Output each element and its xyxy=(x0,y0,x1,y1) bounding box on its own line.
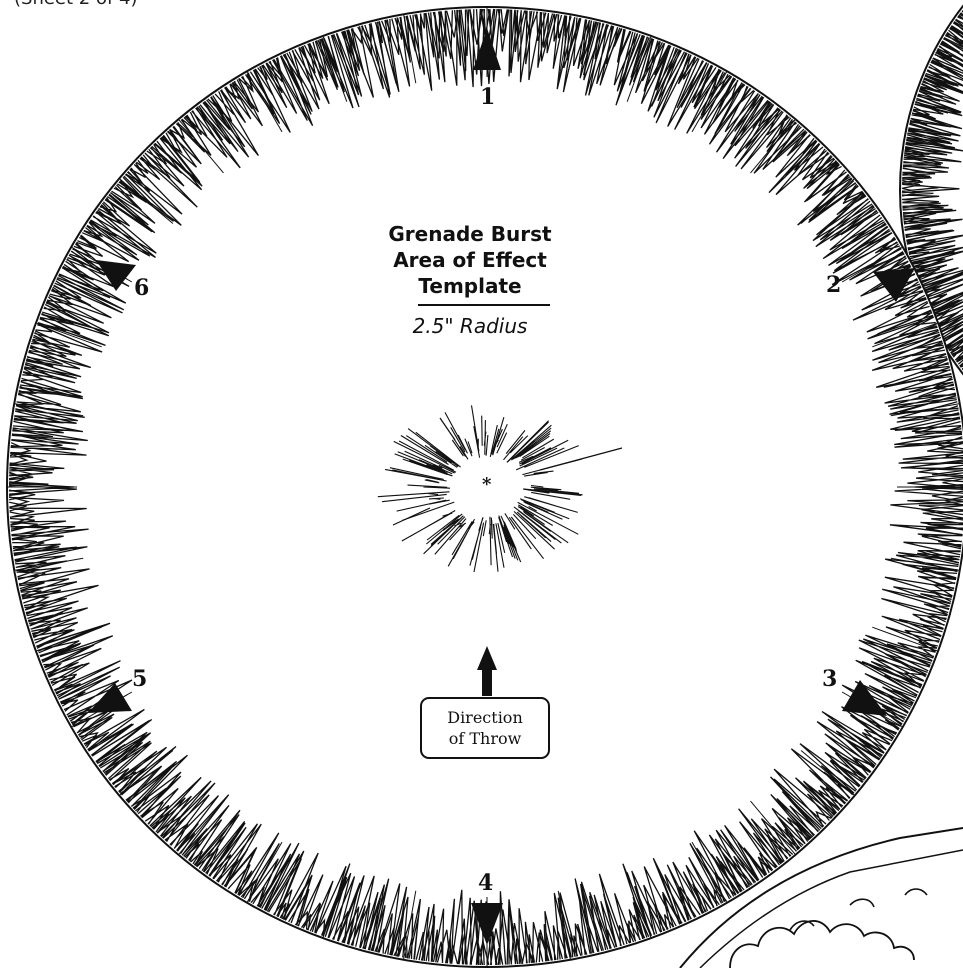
direction-4-label: 4 xyxy=(478,870,493,896)
sheet-number-note: (Sheet 2 of 4) xyxy=(14,0,138,9)
title-underline xyxy=(418,304,550,306)
template-title-line1: Grenade Burst xyxy=(320,222,620,246)
throw-label-line2: of Throw xyxy=(422,728,548,749)
direction-5-label: 5 xyxy=(132,666,147,692)
direction-2-label: 2 xyxy=(826,272,841,298)
radius-label: 2.5" Radius xyxy=(320,314,620,338)
direction-of-throw-box: Direction of Throw xyxy=(420,697,550,759)
throw-label-line1: Direction xyxy=(422,707,548,728)
template-title-line2: Area of Effect xyxy=(320,248,620,272)
direction-3-label: 3 xyxy=(822,666,837,692)
template-title-line3: Template xyxy=(320,274,620,298)
direction-6-label: 6 xyxy=(134,275,149,301)
center-point-mark: * xyxy=(482,474,491,495)
direction-1-label: 1 xyxy=(480,84,495,110)
